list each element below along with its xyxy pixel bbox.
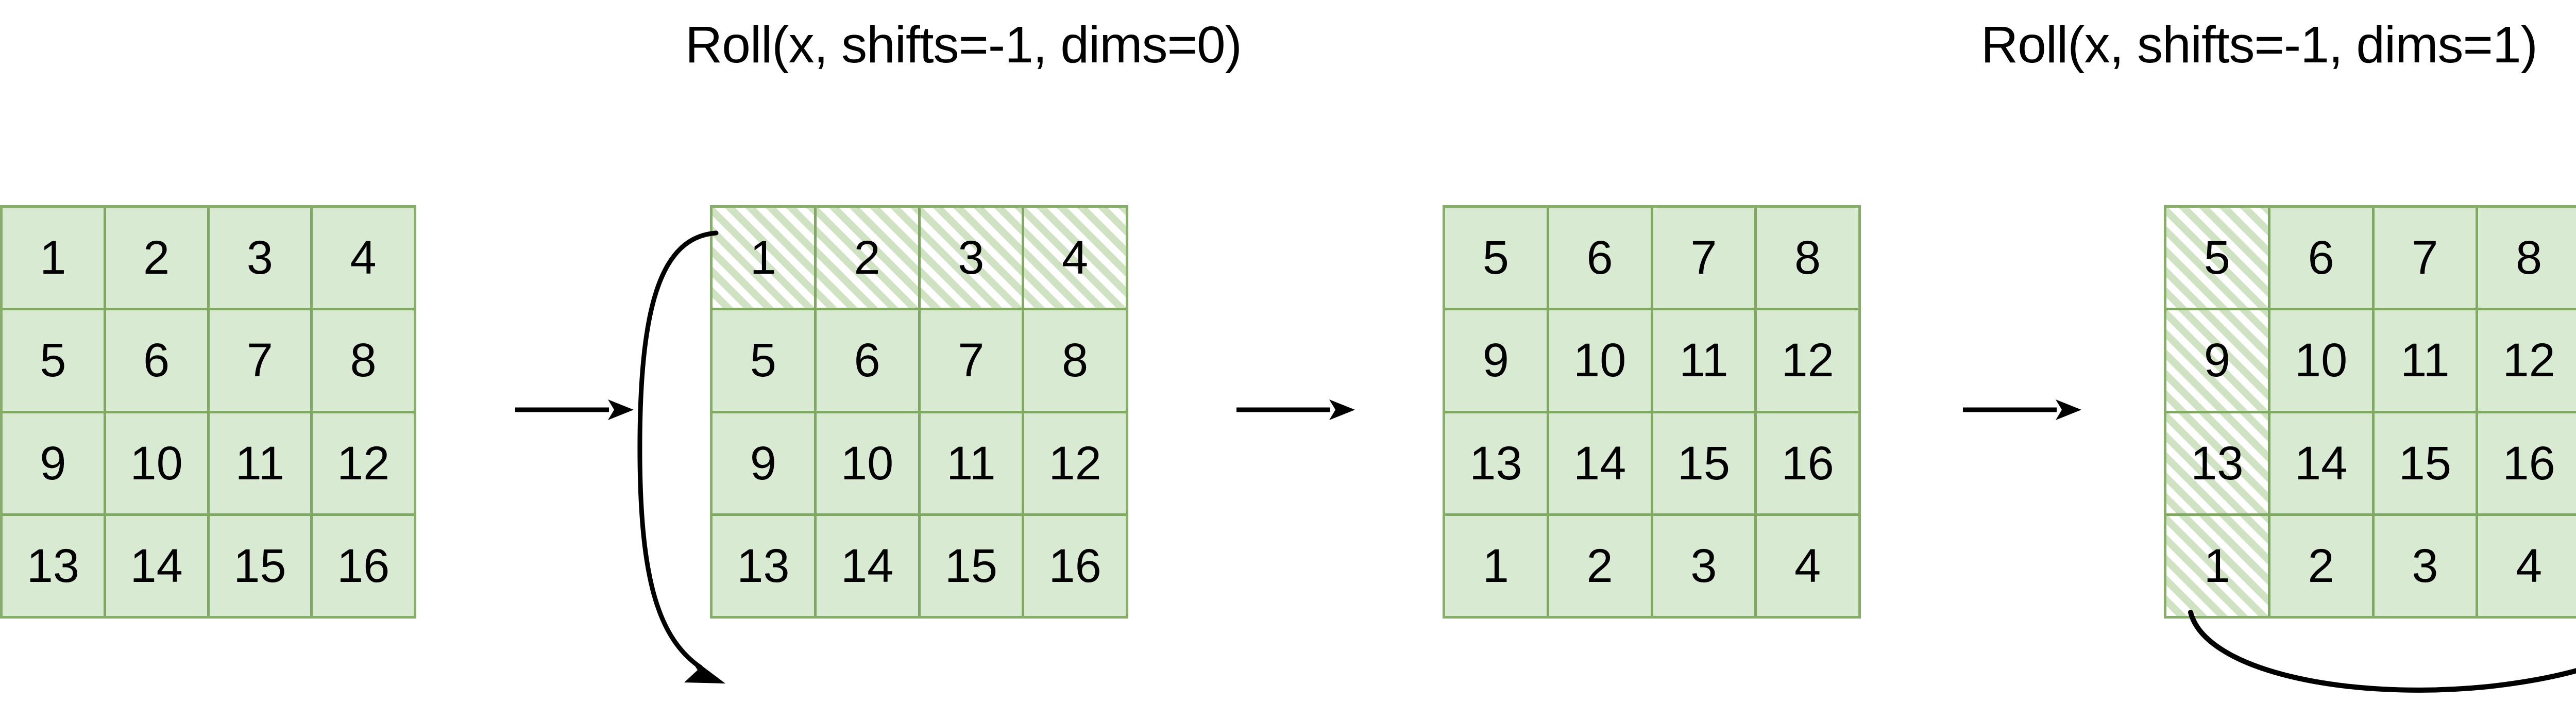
matrix-cell: 5 xyxy=(3,310,104,411)
matrix-cell: 1 xyxy=(1445,515,1547,616)
matrix-cell: 8 xyxy=(2478,208,2576,308)
matrix-cell: 8 xyxy=(313,310,414,411)
matrix-cell-highlighted: 4 xyxy=(1024,208,1126,308)
matrix-cell: 14 xyxy=(1549,413,1651,513)
roll-dim0-result-matrix: 5 6 7 8 9 10 11 12 13 14 15 16 1 2 3 4 xyxy=(1443,205,1861,619)
matrix-cell-highlighted: 1 xyxy=(713,208,814,308)
matrix-cell: 8 xyxy=(1024,310,1126,411)
matrix-cell: 14 xyxy=(2270,413,2372,513)
matrix-cell: 10 xyxy=(106,413,207,513)
matrix-cell: 6 xyxy=(106,310,207,411)
matrix-cell: 16 xyxy=(313,515,414,616)
matrix-cell-highlighted: 3 xyxy=(920,208,1022,308)
matrix-cell: 11 xyxy=(920,413,1022,513)
matrix-cell: 8 xyxy=(1757,208,1858,308)
matrix-cell: 9 xyxy=(1445,310,1547,411)
matrix-cell: 2 xyxy=(2270,515,2372,616)
matrix-cell: 3 xyxy=(2374,515,2476,616)
matrix-cell: 12 xyxy=(1024,413,1126,513)
matrix-cell: 11 xyxy=(209,413,311,513)
matrix-cell: 15 xyxy=(1653,413,1755,513)
right-arrow-icon xyxy=(1236,399,1355,420)
matrix-cell: 4 xyxy=(2478,515,2576,616)
matrix-cell: 16 xyxy=(1757,413,1858,513)
matrix-cell-highlighted: 5 xyxy=(2166,208,2268,308)
matrix-cell: 3 xyxy=(1653,515,1755,616)
matrix-cell: 13 xyxy=(713,515,814,616)
matrix-cell: 11 xyxy=(2374,310,2476,411)
matrix-cell: 4 xyxy=(313,208,414,308)
curved-arrow-up-icon xyxy=(2188,610,2576,693)
input-matrix-row-highlight: 1 2 3 4 5 6 7 8 9 10 11 12 13 14 15 16 xyxy=(710,205,1128,619)
matrix-cell-highlighted: 1 xyxy=(2166,515,2268,616)
matrix-cell: 6 xyxy=(1549,208,1651,308)
matrix-cell: 5 xyxy=(1445,208,1547,308)
matrix-cell: 1 xyxy=(3,208,104,308)
matrix-cell: 16 xyxy=(2478,413,2576,513)
matrix-cell: 16 xyxy=(1024,515,1126,616)
title-roll-dims-1: Roll(x, shifts=-1, dims=1) xyxy=(1981,16,2538,74)
matrix-cell: 7 xyxy=(920,310,1022,411)
matrix-cell: 7 xyxy=(1653,208,1755,308)
matrix-cell: 9 xyxy=(3,413,104,513)
matrix-cell: 12 xyxy=(313,413,414,513)
matrix-cell: 11 xyxy=(1653,310,1755,411)
matrix-cell: 9 xyxy=(713,413,814,513)
matrix-cell: 14 xyxy=(106,515,207,616)
roll-dim0-result-col-highlight: 5 6 7 8 9 10 11 12 13 14 15 16 1 2 3 4 xyxy=(2164,205,2576,619)
curved-arrow-down-icon xyxy=(637,230,725,683)
matrix-cell: 12 xyxy=(2478,310,2576,411)
matrix-cell: 2 xyxy=(106,208,207,308)
matrix-cell: 5 xyxy=(713,310,814,411)
matrix-cell: 13 xyxy=(3,515,104,616)
matrix-cell: 3 xyxy=(209,208,311,308)
matrix-cell: 10 xyxy=(2270,310,2372,411)
matrix-cell-highlighted: 9 xyxy=(2166,310,2268,411)
matrix-cell: 12 xyxy=(1757,310,1858,411)
title-roll-dims-0: Roll(x, shifts=-1, dims=0) xyxy=(685,16,1242,74)
matrix-cell-highlighted: 2 xyxy=(816,208,918,308)
matrix-cell: 7 xyxy=(209,310,311,411)
matrix-cell: 15 xyxy=(209,515,311,616)
matrix-cell: 15 xyxy=(2374,413,2476,513)
matrix-cell-highlighted: 13 xyxy=(2166,413,2268,513)
matrix-cell: 13 xyxy=(1445,413,1547,513)
input-matrix: 1 2 3 4 5 6 7 8 9 10 11 12 13 14 15 16 xyxy=(0,205,416,619)
matrix-cell: 14 xyxy=(816,515,918,616)
matrix-cell: 7 xyxy=(2374,208,2476,308)
matrix-cell: 10 xyxy=(1549,310,1651,411)
right-arrow-icon xyxy=(1963,399,2081,420)
matrix-cell: 2 xyxy=(1549,515,1651,616)
matrix-cell: 4 xyxy=(1757,515,1858,616)
matrix-cell: 15 xyxy=(920,515,1022,616)
matrix-cell: 6 xyxy=(2270,208,2372,308)
matrix-cell: 6 xyxy=(816,310,918,411)
matrix-cell: 10 xyxy=(816,413,918,513)
right-arrow-icon xyxy=(515,399,634,420)
